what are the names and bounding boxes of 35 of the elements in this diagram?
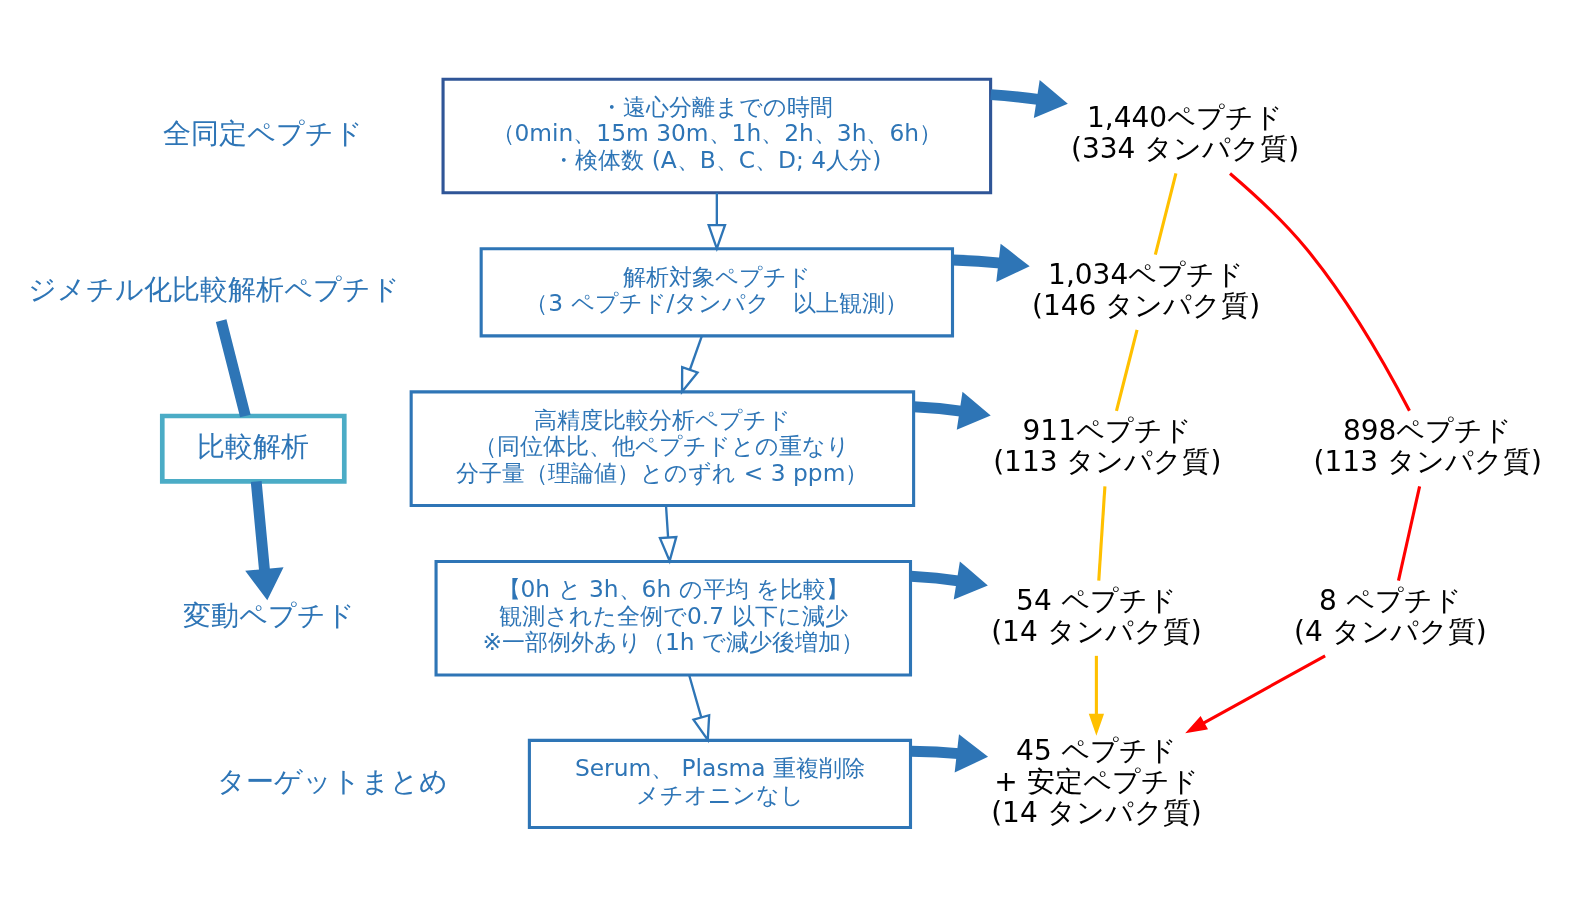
node-text: 変動ペプチド (182, 598, 355, 632)
arrow (990, 79, 1068, 118)
node-box: ・遠心分離までの時間 （0min、15m 30m、1h、2h、3h、6h） ・検体数 (A、B、C、D; 4人分) (441, 77, 993, 194)
node-box: 高精度比較分析ペプチド （同位体比、他ペプチドとの重なり 分子量（理論値）とのずれ < 3 ppm） (409, 389, 916, 507)
arrow (913, 391, 991, 430)
arrow (680, 335, 703, 395)
node-text: 54 ペプチド (14 タンパク質) (991, 583, 1202, 648)
node-text: 45 ペプチド + 安定ペプチド (14 タンパク質) (991, 733, 1202, 829)
arrow (1185, 654, 1326, 733)
node-text: 911ペプチド (113 タンパク質) (993, 413, 1222, 478)
node-text: 1,034ペプチド (146 タンパク質) (1032, 257, 1261, 322)
node-text: ジメチル化比較解析ペプチド (28, 272, 401, 306)
arrow (658, 505, 678, 564)
connector (1229, 171, 1411, 411)
arrow (688, 674, 711, 743)
arrow (245, 480, 284, 600)
arrow (1088, 655, 1105, 736)
connector (1114, 328, 1139, 411)
label: ターゲットまとめ (217, 764, 449, 798)
connector (1097, 485, 1107, 581)
node-box: 解析対象ペプチド （3 ペプチド/タンパク 以上観測） (479, 246, 955, 337)
node-box: 比較解析 (159, 413, 347, 484)
node-box: 【0h と 3h、6h の平均 を比較】 観測された全例で0.7 以下に減少 ※一部例外あり（1h で減少後増加） (434, 559, 913, 677)
connector (1396, 485, 1422, 581)
node-text: 1,440ペプチド (334 タンパク質) (1070, 100, 1300, 165)
connector (215, 318, 251, 417)
arrow (911, 733, 989, 772)
node-box: Serum、 Plasma 重複削除 メチオニンなし (527, 738, 913, 829)
connector (1153, 172, 1178, 255)
label: 全同定ペプチド (162, 116, 363, 150)
arrow (952, 243, 1030, 282)
arrow (707, 192, 727, 252)
arrow (910, 560, 988, 599)
node-text: 898ペプチド (113 タンパク質) (1313, 413, 1542, 478)
node-text: 8 ペプチド (4 タンパク質) (1294, 583, 1487, 648)
